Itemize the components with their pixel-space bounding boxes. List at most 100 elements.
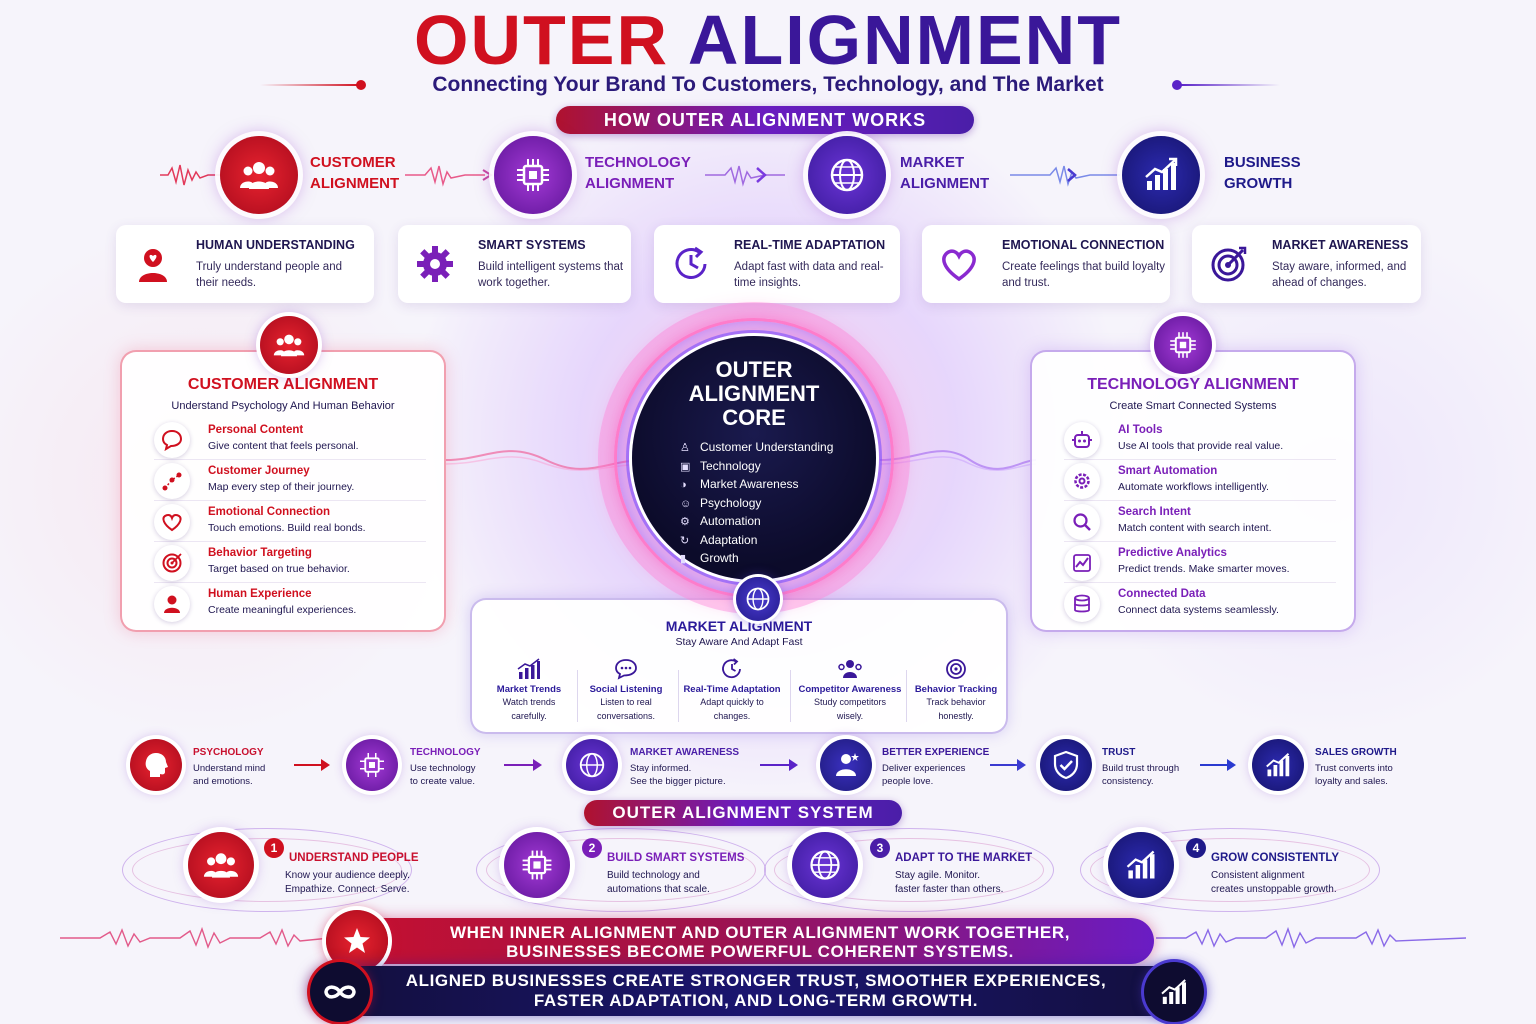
orbit-ring [1080, 828, 1380, 912]
step-desc: Know your audience deeply.Empathize. Con… [285, 869, 410, 897]
flow-arrow-2 [705, 165, 785, 187]
robot-icon [1064, 422, 1100, 458]
divider [678, 670, 679, 722]
core-item-label: Adaptation [700, 532, 758, 547]
item-desc: Target based on true behavior. [208, 563, 350, 575]
divider [906, 670, 907, 722]
globe-icon [746, 587, 770, 611]
feature-card-human-understanding: HUMAN UNDERSTANDING Truly understand peo… [116, 225, 374, 303]
target-icon [154, 545, 190, 581]
customer-alignment-circle [220, 136, 298, 214]
head-icon [145, 753, 168, 777]
market-item-desc: honestly. [938, 711, 974, 721]
item-desc: Map every step of their journey. [208, 481, 355, 493]
step-title: GROW CONSISTENTLY [1211, 852, 1339, 864]
flow-step-title: BETTER EXPERIENCE [882, 747, 990, 758]
core-item-label: Growth [700, 551, 739, 565]
subtitle-row: Connecting Your Brand To Customers, Tech… [0, 72, 1536, 98]
step-number: 1 [264, 838, 284, 858]
core-title: OUTER ALIGNMENT CORE [632, 358, 876, 430]
flow-label-line2: GROWTH [1224, 175, 1293, 192]
target-icon [904, 656, 1008, 682]
feature-desc: Create feelings that build loyalty and t… [1002, 261, 1166, 289]
item-title: Predictive Analytics [1118, 547, 1227, 559]
technology-circle [346, 739, 398, 791]
market-item-desc: conversations. [596, 711, 656, 721]
subtitle-line-right [1180, 84, 1280, 86]
infinity-icon [324, 985, 356, 999]
step-2-circle [504, 832, 570, 898]
core-item-label: Psychology [700, 495, 762, 510]
gear-icon [410, 239, 460, 289]
market-item-social-listening: Social Listening Listen to real conversa… [574, 656, 678, 722]
shield-check-icon [1053, 750, 1079, 780]
core-list: ♙ Customer Understanding ▣ Technology ◑Mar… [680, 438, 833, 568]
flow-step-title: MARKET AWARENESS [630, 747, 740, 758]
bar-chart-icon: ▮ [680, 553, 687, 565]
list-item: Smart Automation Automate workflows inte… [1064, 461, 1336, 501]
desc-line: consistency. [1102, 776, 1154, 787]
market-item-title: Market Trends [496, 684, 562, 695]
growth-badge [1144, 962, 1204, 1022]
market-item-competitor-awareness: Competitor Awareness Study competitors w… [798, 656, 902, 722]
title-alignment: ALIGNMENT [687, 1, 1122, 79]
step-number: 2 [582, 838, 602, 858]
arrow-right [990, 759, 1026, 771]
desc-line: Build technology and [607, 870, 700, 881]
feature-title: EMOTIONAL CONNECTION [1002, 238, 1165, 252]
core-item-label: Customer Understanding [700, 440, 834, 454]
flow-label-market: MARKET ALIGNMENT [900, 152, 989, 194]
item-title: Smart Automation [1118, 465, 1218, 477]
orbit-ring [132, 838, 402, 902]
market-alignment-circle [808, 136, 886, 214]
technology-alignment-panel: TECHNOLOGY ALIGNMENT Create Smart Connec… [1030, 350, 1356, 632]
market-item-desc: Study competitors [813, 697, 887, 707]
database-icon [1064, 586, 1100, 622]
arrow-right [504, 759, 542, 771]
wave-decoration [160, 164, 220, 186]
desc-line: Build trust through [1102, 763, 1180, 774]
feature-card-smart-systems: SMART SYSTEMS Build intelligent systems … [398, 225, 631, 303]
trust-circle [1040, 739, 1092, 791]
market-item-trends: Market Trends Watch trends carefully. [477, 656, 581, 722]
outer-alignment-core: OUTER ALIGNMENT CORE ♙ Customer Understan… [632, 336, 876, 580]
divider [577, 670, 578, 722]
core-list-item: ♙ Customer Understanding [680, 438, 833, 457]
chip-icon [1170, 332, 1196, 358]
item-desc: Touch emotions. Build real bonds. [208, 522, 366, 534]
core-list-item: ◑Market Awareness [680, 475, 833, 494]
core-list-item: ▣ Technology [680, 457, 833, 476]
heart-icon [154, 504, 190, 540]
flow-label-line1: CUSTOMER [310, 154, 396, 171]
feature-title: REAL-TIME ADAPTATION [734, 238, 886, 252]
market-panel-badge [736, 577, 780, 621]
item-title: Personal Content [208, 424, 304, 436]
heart-icon [934, 239, 984, 289]
list-item: Connected Data Connect data systems seam… [1064, 584, 1336, 624]
flow-step-title: SALES GROWTH [1315, 747, 1397, 758]
core-title-line: OUTER [715, 357, 793, 382]
banner-line: FASTER ADAPTATION, AND LONG-TERM GROWTH. [533, 991, 979, 1010]
feature-card-emotional-connection: EMOTIONAL CONNECTION Create feelings tha… [922, 225, 1170, 303]
chip-icon: ▣ [680, 460, 691, 473]
market-item-real-time-adaptation: Real-Time Adaptation Adapt quickly to ch… [680, 656, 784, 722]
market-item-title: Social Listening [589, 684, 663, 695]
list-item: Predictive Analytics Predict trends. Mak… [1064, 543, 1336, 583]
divider [790, 670, 791, 722]
clock-refresh-icon [666, 239, 716, 289]
desc-line: See the bigger picture. [630, 776, 726, 787]
panel-subtitle: Stay Aware And Adapt Fast [675, 636, 803, 648]
person-icon: ♙ [680, 442, 690, 454]
desc-line: Empathize. Connect. Serve. [285, 884, 410, 895]
subtitle-dot-right [1172, 80, 1182, 90]
refresh-icon: ↻ [680, 534, 690, 547]
core-item-label: Technology [700, 458, 761, 473]
flow-label-business: BUSINESS GROWTH [1224, 152, 1301, 194]
feature-card-market-awareness: MARKET AWARENESS Stay aware, informed, a… [1192, 225, 1421, 303]
people-icon [240, 162, 278, 189]
banner-aligned-businesses: ALIGNED BUSINESSES CREATE STRONGER TRUST… [308, 966, 1204, 1016]
step-1-circle [188, 832, 254, 898]
